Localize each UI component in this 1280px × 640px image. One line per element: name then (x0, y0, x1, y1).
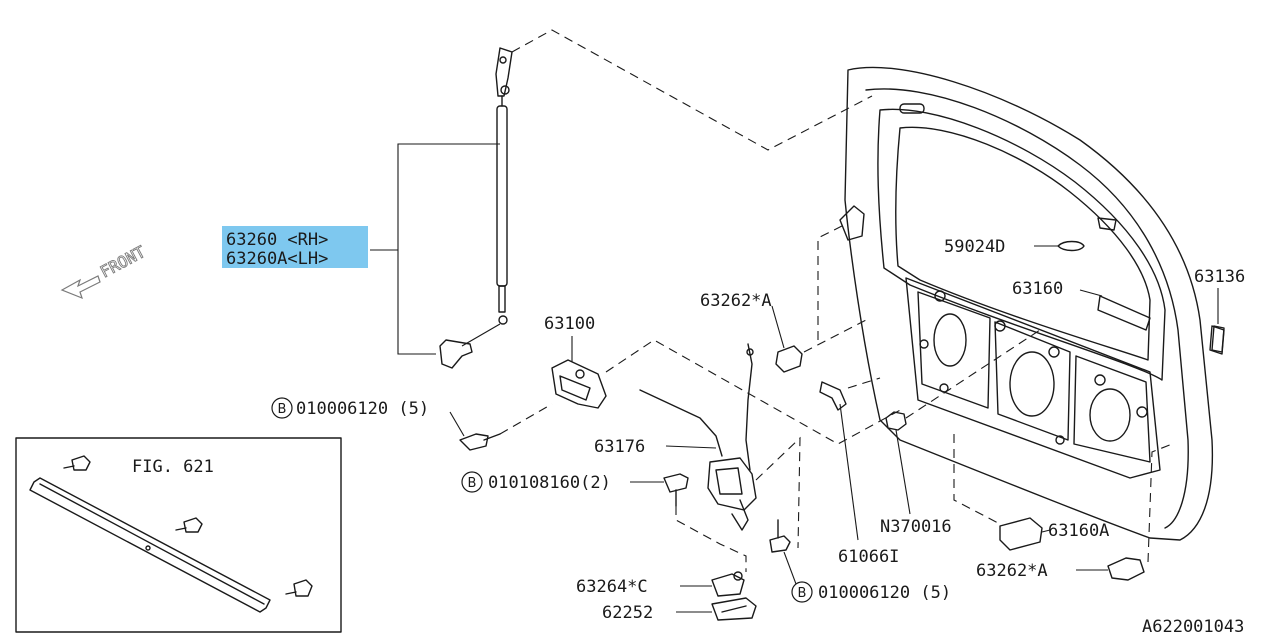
bolt-top (459, 433, 501, 451)
inset-bolt-1 (63, 455, 91, 471)
label-stopper-bottom[interactable]: 63262*A (976, 561, 1048, 581)
label-label-part[interactable]: 63136 (1194, 267, 1245, 287)
striker-assembly (711, 571, 757, 621)
liftgate-door (839, 66, 1225, 541)
label-latch[interactable]: 63100 (544, 314, 595, 334)
label-grommet[interactable]: 59024D (944, 237, 1005, 257)
lower-latch-body (707, 457, 757, 531)
bolt-mid (663, 473, 689, 507)
label-striker[interactable]: 62252 (602, 603, 653, 623)
grommet (1057, 240, 1085, 252)
diagram-id: A622001043 (1142, 617, 1244, 637)
label-rod[interactable]: 63176 (594, 437, 645, 457)
label-strut-lh[interactable]: 63260A<LH> (226, 249, 328, 269)
label-strut-rh[interactable]: 63260 <RH> (226, 230, 328, 250)
fig-621-inset: FIG. 621 (15, 437, 342, 633)
nut (885, 411, 907, 431)
inset-bolt-2 (175, 517, 203, 533)
gas-strut (439, 47, 513, 369)
front-direction-arrow: FRONT (60, 242, 149, 300)
label-clip[interactable]: 61066I (838, 547, 899, 567)
fig-ref-label[interactable]: FIG. 621 (132, 457, 214, 477)
inset-bolt-3 (285, 579, 313, 597)
bolt-bottom (769, 519, 791, 553)
label-bolt-bottom[interactable]: 010006120 (5) (818, 583, 951, 603)
handle (999, 517, 1043, 551)
label-bolt-mid[interactable]: 010108160(2) (488, 473, 611, 493)
clip (819, 381, 847, 411)
stopper-top (775, 345, 803, 373)
label-handle-upper[interactable]: 63160 (1012, 279, 1063, 299)
label-striker-cover[interactable]: 63264*C (576, 577, 648, 597)
bolt-symbol-mid: B (468, 476, 477, 491)
label-nut[interactable]: N370016 (880, 517, 952, 537)
label-handle[interactable]: 63160A (1048, 521, 1109, 541)
latch-assembly (551, 336, 607, 409)
bolt-symbol-bottom: B (798, 586, 807, 601)
stopper-bottom (1107, 557, 1145, 581)
front-label: FRONT (97, 242, 149, 282)
label-bolt-top[interactable]: 010006120 (5) (296, 399, 429, 419)
label-plate (1209, 325, 1225, 355)
label-stopper-top[interactable]: 63262*A (700, 291, 772, 311)
strut-label-highlight (222, 226, 368, 268)
bolt-symbol-top: B (278, 402, 287, 417)
